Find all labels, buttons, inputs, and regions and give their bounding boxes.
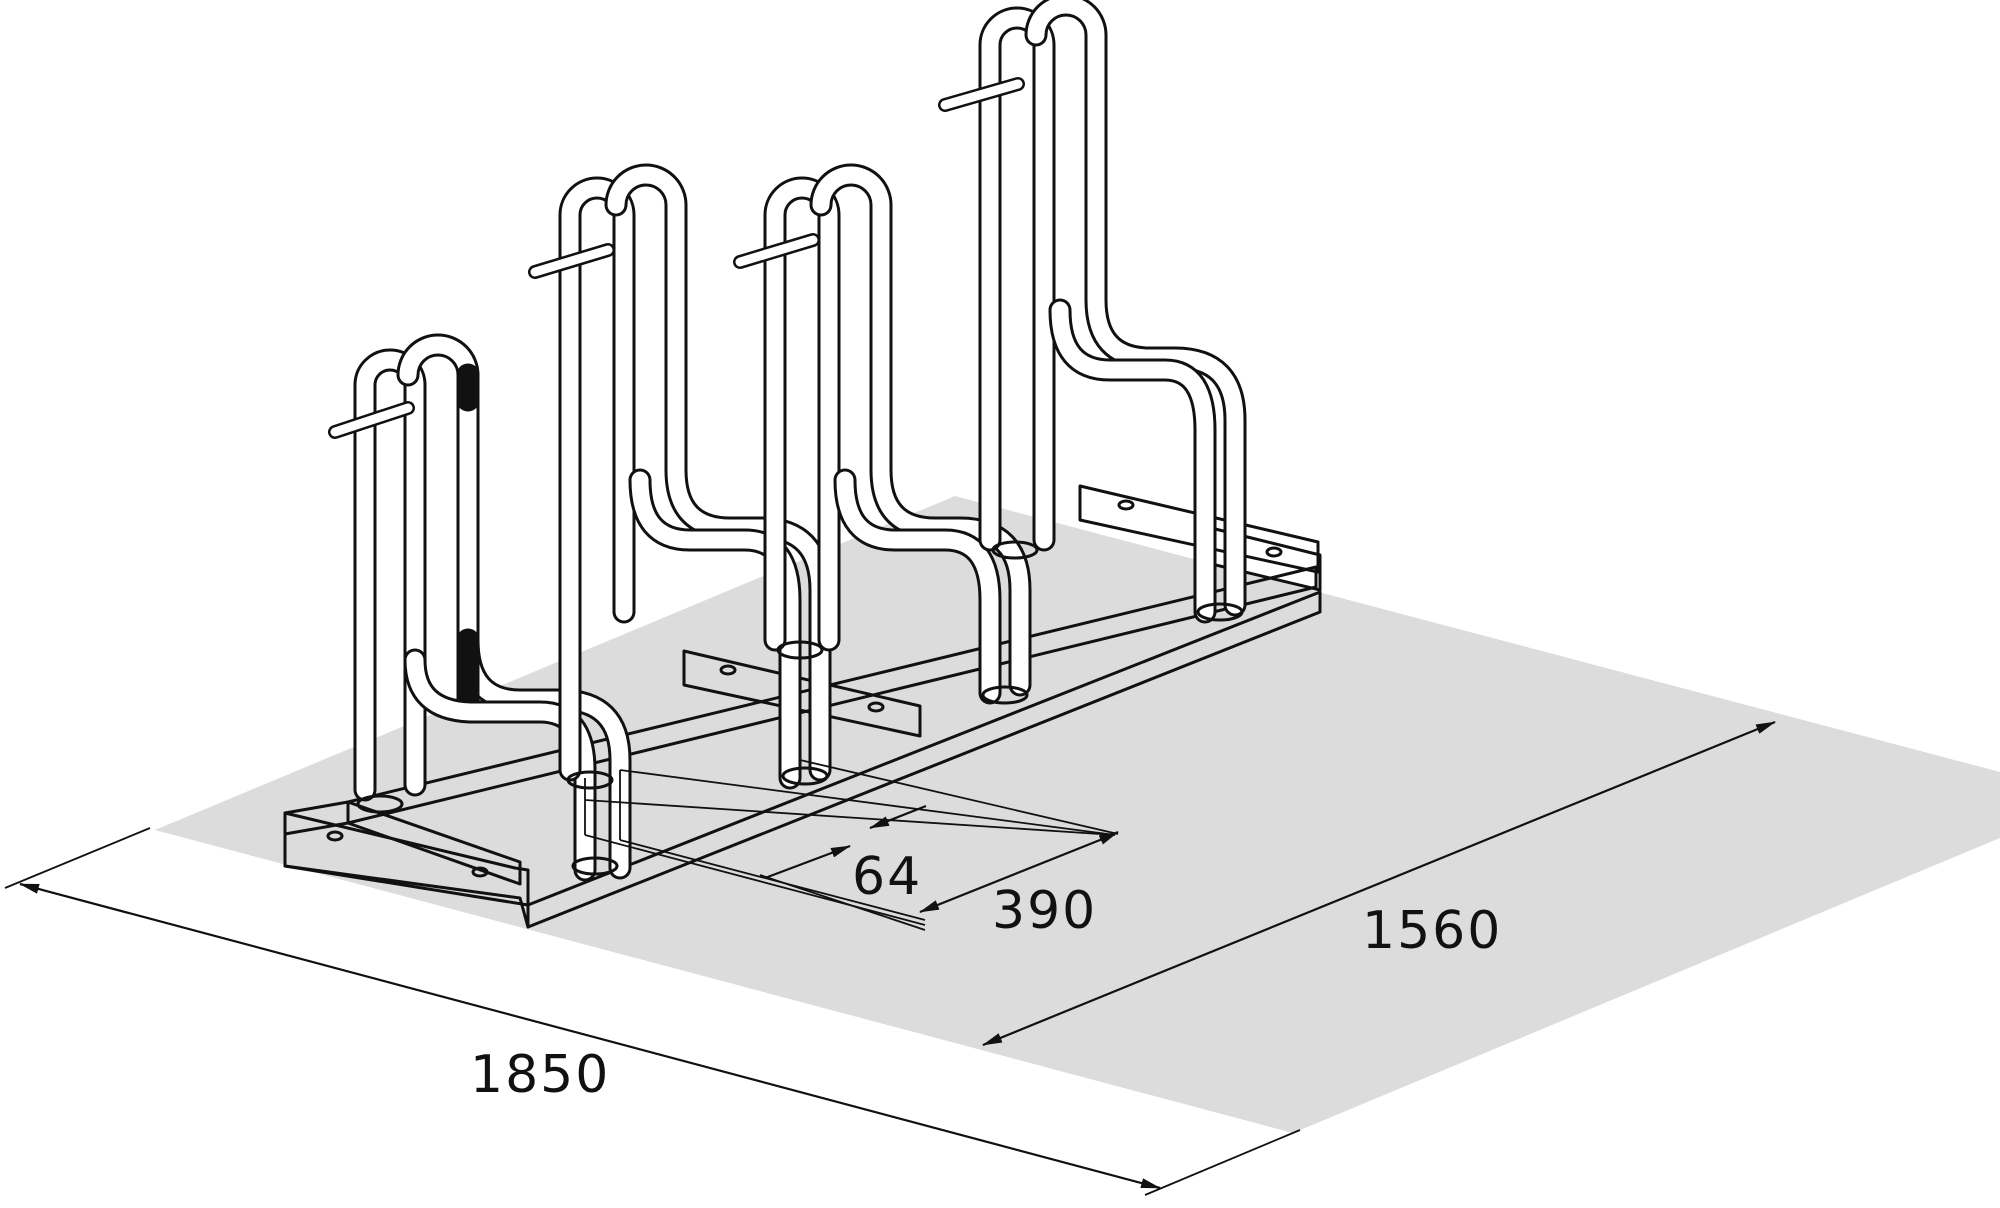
dim-line-1560 [982, 720, 1776, 1047]
dim-label-spacing: 390 [992, 881, 1097, 941]
dim-line-64 [764, 844, 851, 880]
dim-label-length: 1850 [470, 1045, 610, 1105]
bike-stand-4 [938, 0, 1247, 624]
floor-footprint [155, 496, 2000, 1133]
dim-label-tube: 64 [852, 847, 922, 907]
dim-label-depth: 1560 [1362, 901, 1502, 961]
bike-stand-1 [328, 333, 632, 882]
dim-line-1850 [19, 882, 1161, 1190]
bike-stand-2 [528, 163, 832, 790]
dim-line-390 [919, 834, 1111, 914]
dimension-lines [4, 720, 1776, 1196]
